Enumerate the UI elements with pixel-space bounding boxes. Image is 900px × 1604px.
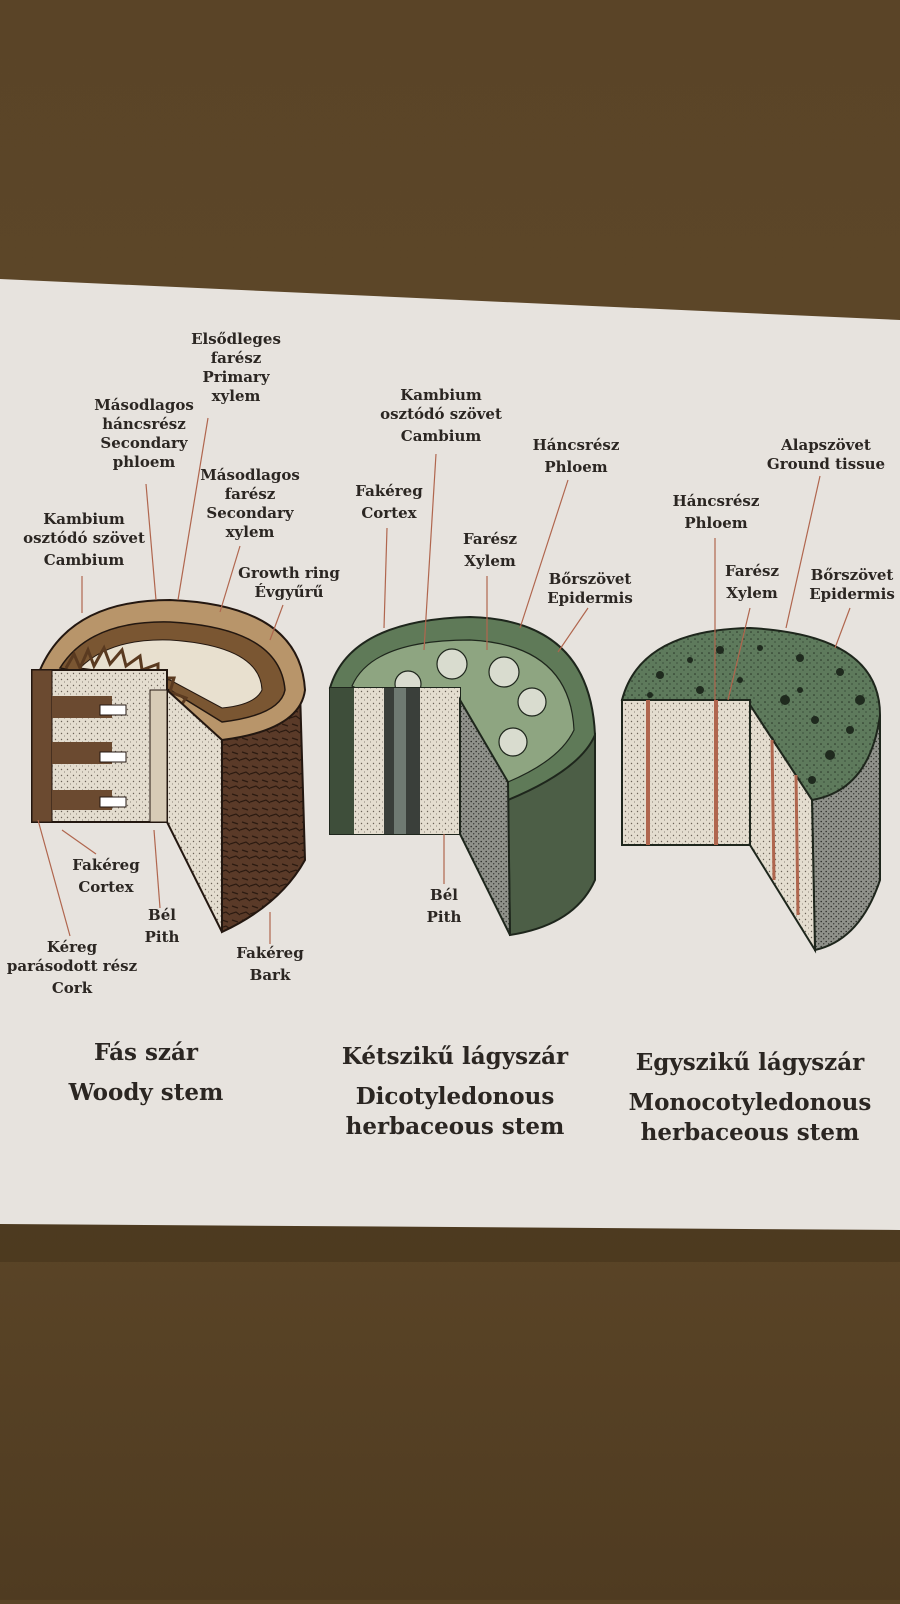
woody-pith-en: Pith (145, 928, 180, 947)
dicot-cambium-label: Kambium osztódó szövet Cambium (380, 386, 502, 446)
cork-en: Cork (7, 979, 137, 998)
monocot-phloem-hu: Háncsrész (673, 492, 760, 511)
dicot-pith-en: Pith (427, 908, 462, 927)
monocot-epidermis-en: Epidermis (809, 585, 895, 604)
monocot-phloem-en: Phloem (673, 514, 760, 533)
secondary-xylem-en-line1: Secondary (200, 504, 300, 523)
woody-caption-en: Woody stem (69, 1078, 224, 1108)
primary-xylem-label: Elsődleges farész Primary xylem (191, 330, 281, 406)
monocot-xylem-en: Xylem (725, 584, 779, 603)
monocot-epidermis-hu: Bőrszövet (809, 566, 895, 585)
dicot-pith-label: Bél Pith (427, 886, 462, 927)
ground-tissue-hu: Alapszövet (767, 436, 885, 455)
growth-ring-label: Growth ring Évgyűrű (238, 564, 340, 602)
woody-cambium-hu-line2: osztódó szövet (23, 529, 145, 548)
primary-xylem-hu-line2: farész (191, 349, 281, 368)
dicot-cortex-label: Fakéreg Cortex (355, 482, 422, 523)
dicot-stem-caption: Kétszikű lágyszár Dicotyledonous herbace… (342, 1042, 568, 1142)
monocot-epidermis-label: Bőrszövet Epidermis (809, 566, 895, 604)
bark-hu: Fakéreg (236, 944, 303, 963)
cork-hu-line1: Kéreg (7, 938, 137, 957)
growth-ring-en: Growth ring (238, 564, 340, 583)
woody-pith-hu: Bél (145, 906, 180, 925)
monocot-phloem-label: Háncsrész Phloem (673, 492, 760, 533)
dicot-epidermis-label: Bőrszövet Epidermis (547, 570, 633, 608)
growth-ring-hu: Évgyűrű (238, 583, 340, 602)
dicot-xylem-hu: Farész (463, 530, 517, 549)
secondary-xylem-en-line2: xylem (200, 523, 300, 542)
dicot-phloem-en: Phloem (533, 458, 620, 477)
dicot-caption-en-line2: herbaceous stem (342, 1112, 568, 1142)
secondary-phloem-hu-line2: háncsrész (94, 415, 194, 434)
woody-pith-label: Bél Pith (145, 906, 180, 947)
woody-caption-hu: Fás szár (69, 1038, 224, 1068)
ground-tissue-en: Ground tissue (767, 455, 885, 474)
woody-cambium-en: Cambium (23, 551, 145, 570)
monocot-stem-caption: Egyszikű lágyszár Monocotyledonous herba… (629, 1048, 872, 1148)
monocot-xylem-hu: Farész (725, 562, 779, 581)
dicot-epidermis-en: Epidermis (547, 589, 633, 608)
cork-hu-line2: parásodott rész (7, 957, 137, 976)
dicot-cortex-hu: Fakéreg (355, 482, 422, 501)
woody-stem-caption: Fás szár Woody stem (69, 1038, 224, 1108)
dicot-epidermis-hu: Bőrszövet (547, 570, 633, 589)
bark-en: Bark (236, 966, 303, 985)
woody-cambium-hu-line1: Kambium (23, 510, 145, 529)
dicot-caption-en-line1: Dicotyledonous (342, 1082, 568, 1112)
monocot-caption-en-line2: herbaceous stem (629, 1118, 872, 1148)
secondary-phloem-hu-line1: Másodlagos (94, 396, 194, 415)
monocot-caption-hu: Egyszikű lágyszár (629, 1048, 872, 1078)
dicot-pith-hu: Bél (427, 886, 462, 905)
dicot-cortex-en: Cortex (355, 504, 422, 523)
bark-label: Fakéreg Bark (236, 944, 303, 985)
woody-cambium-label: Kambium osztódó szövet Cambium (23, 510, 145, 570)
secondary-xylem-hu-line1: Másodlagos (200, 466, 300, 485)
dicot-cambium-hu-line2: osztódó szövet (380, 405, 502, 424)
monocot-xylem-label: Farész Xylem (725, 562, 779, 603)
dicot-cambium-en: Cambium (380, 427, 502, 446)
dicot-phloem-hu: Háncsrész (533, 436, 620, 455)
ground-tissue-label: Alapszövet Ground tissue (767, 436, 885, 474)
woody-cortex-label: Fakéreg Cortex (72, 856, 139, 897)
primary-xylem-en-line2: xylem (191, 387, 281, 406)
secondary-xylem-label: Másodlagos farész Secondary xylem (200, 466, 300, 542)
dicot-phloem-label: Háncsrész Phloem (533, 436, 620, 477)
woody-cortex-hu: Fakéreg (72, 856, 139, 875)
secondary-phloem-en-line2: phloem (94, 453, 194, 472)
dicot-xylem-label: Farész Xylem (463, 530, 517, 571)
secondary-phloem-en-line1: Secondary (94, 434, 194, 453)
secondary-phloem-label: Másodlagos háncsrész Secondary phloem (94, 396, 194, 472)
dicot-cambium-hu-line1: Kambium (380, 386, 502, 405)
dicot-caption-hu: Kétszikű lágyszár (342, 1042, 568, 1072)
primary-xylem-hu-line1: Elsődleges (191, 330, 281, 349)
woody-cortex-en: Cortex (72, 878, 139, 897)
dicot-xylem-en: Xylem (463, 552, 517, 571)
primary-xylem-en-line1: Primary (191, 368, 281, 387)
cork-label: Kéreg parásodott rész Cork (7, 938, 137, 998)
secondary-xylem-hu-line2: farész (200, 485, 300, 504)
monocot-caption-en-line1: Monocotyledonous (629, 1088, 872, 1118)
